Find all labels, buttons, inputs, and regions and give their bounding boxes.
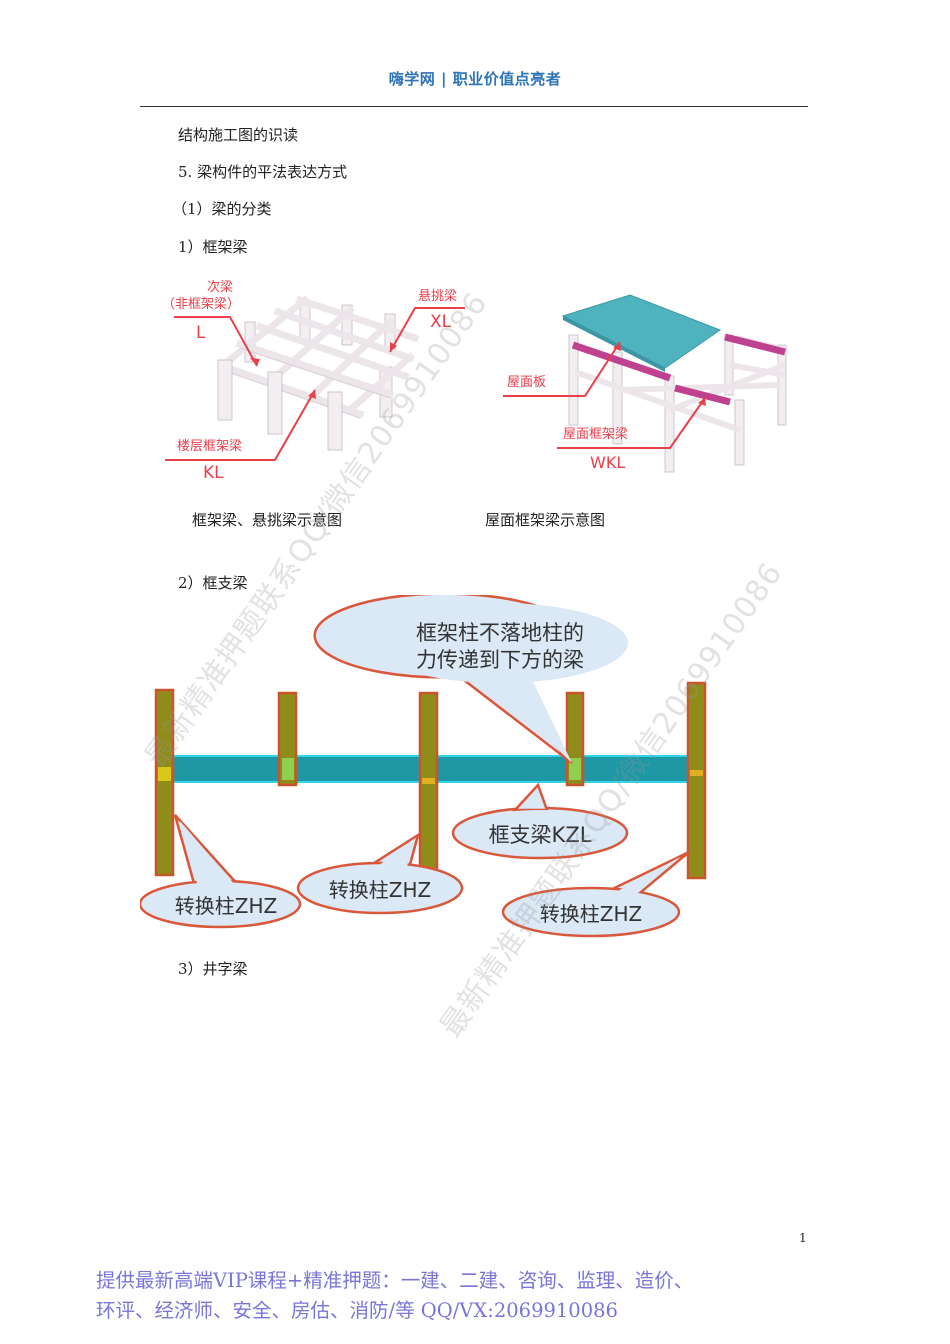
subheading-1: （1）梁的分类 xyxy=(172,200,272,218)
label-roof-frame-code: WKL xyxy=(590,453,625,472)
header-divider xyxy=(140,106,808,107)
label-cantilever-code: XL xyxy=(430,312,452,332)
label-secondary-code: L xyxy=(196,323,206,343)
footer-line-2: 环评、经济师、安全、房估、消防/等 QQ/VX:2069910086 xyxy=(96,1299,618,1322)
footer-ad: 提供最新高端VIP课程+精准押题：一建、二建、咨询、监理、造价、 环评、经济师、… xyxy=(96,1266,856,1326)
transfer-beam-diagram: 框架柱不落地柱的 力传递到下方的梁 框支梁KZL 转换柱ZHZ 转换柱ZHZ 转… xyxy=(140,595,707,938)
callout-zhz-2: 转换柱ZHZ xyxy=(329,878,431,902)
item-transfer-beam: 2）框支梁 xyxy=(178,574,248,592)
caption-roof-frame: 屋面框架梁示意图 xyxy=(485,511,606,529)
callout-zhz-3: 转换柱ZHZ xyxy=(540,902,642,926)
page-number: 1 xyxy=(799,1231,807,1245)
callout-top-line1: 框架柱不落地柱的 xyxy=(416,621,584,645)
item-waffle-beam: 3）井字梁 xyxy=(178,960,248,978)
section-title: 结构施工图的识读 xyxy=(178,126,299,144)
heading-5: 5. 梁构件的平法表达方式 xyxy=(178,163,348,181)
label-floor-frame-code: KL xyxy=(203,463,224,483)
item-frame-beam: 1）框架梁 xyxy=(178,238,248,256)
transfer-column-1 xyxy=(154,688,175,877)
page-header-title: 嗨学网 | 职业价值点亮者 xyxy=(388,70,562,88)
label-roof-slab: 屋面板 xyxy=(507,375,546,390)
frame-beam-diagram: 次梁 （非框架梁） L 悬挑梁 XL 楼层框架梁 KL xyxy=(162,279,465,483)
footer-line-1: 提供最新高端VIP课程+精准押题：一建、二建、咨询、监理、造价、 xyxy=(96,1269,694,1292)
callout-kzl: 框支梁KZL xyxy=(489,823,592,847)
label-secondary-beam: 次梁 xyxy=(207,279,233,295)
transfer-column-3 xyxy=(686,681,707,880)
callout-zhz-1: 转换柱ZHZ xyxy=(175,894,277,918)
callout-top-line2: 力传递到下方的梁 xyxy=(416,648,584,672)
label-floor-frame: 楼层框架梁 xyxy=(177,439,242,454)
label-cantilever: 悬挑梁 xyxy=(418,289,457,304)
roof-frame-beam-diagram: 屋面板 屋面框架梁 WKL xyxy=(503,294,787,473)
label-roof-frame: 屋面框架梁 xyxy=(563,427,628,442)
label-secondary-note: （非框架梁） xyxy=(162,297,240,312)
caption-frame-cantilever: 框架梁、悬挑梁示意图 xyxy=(192,511,343,529)
